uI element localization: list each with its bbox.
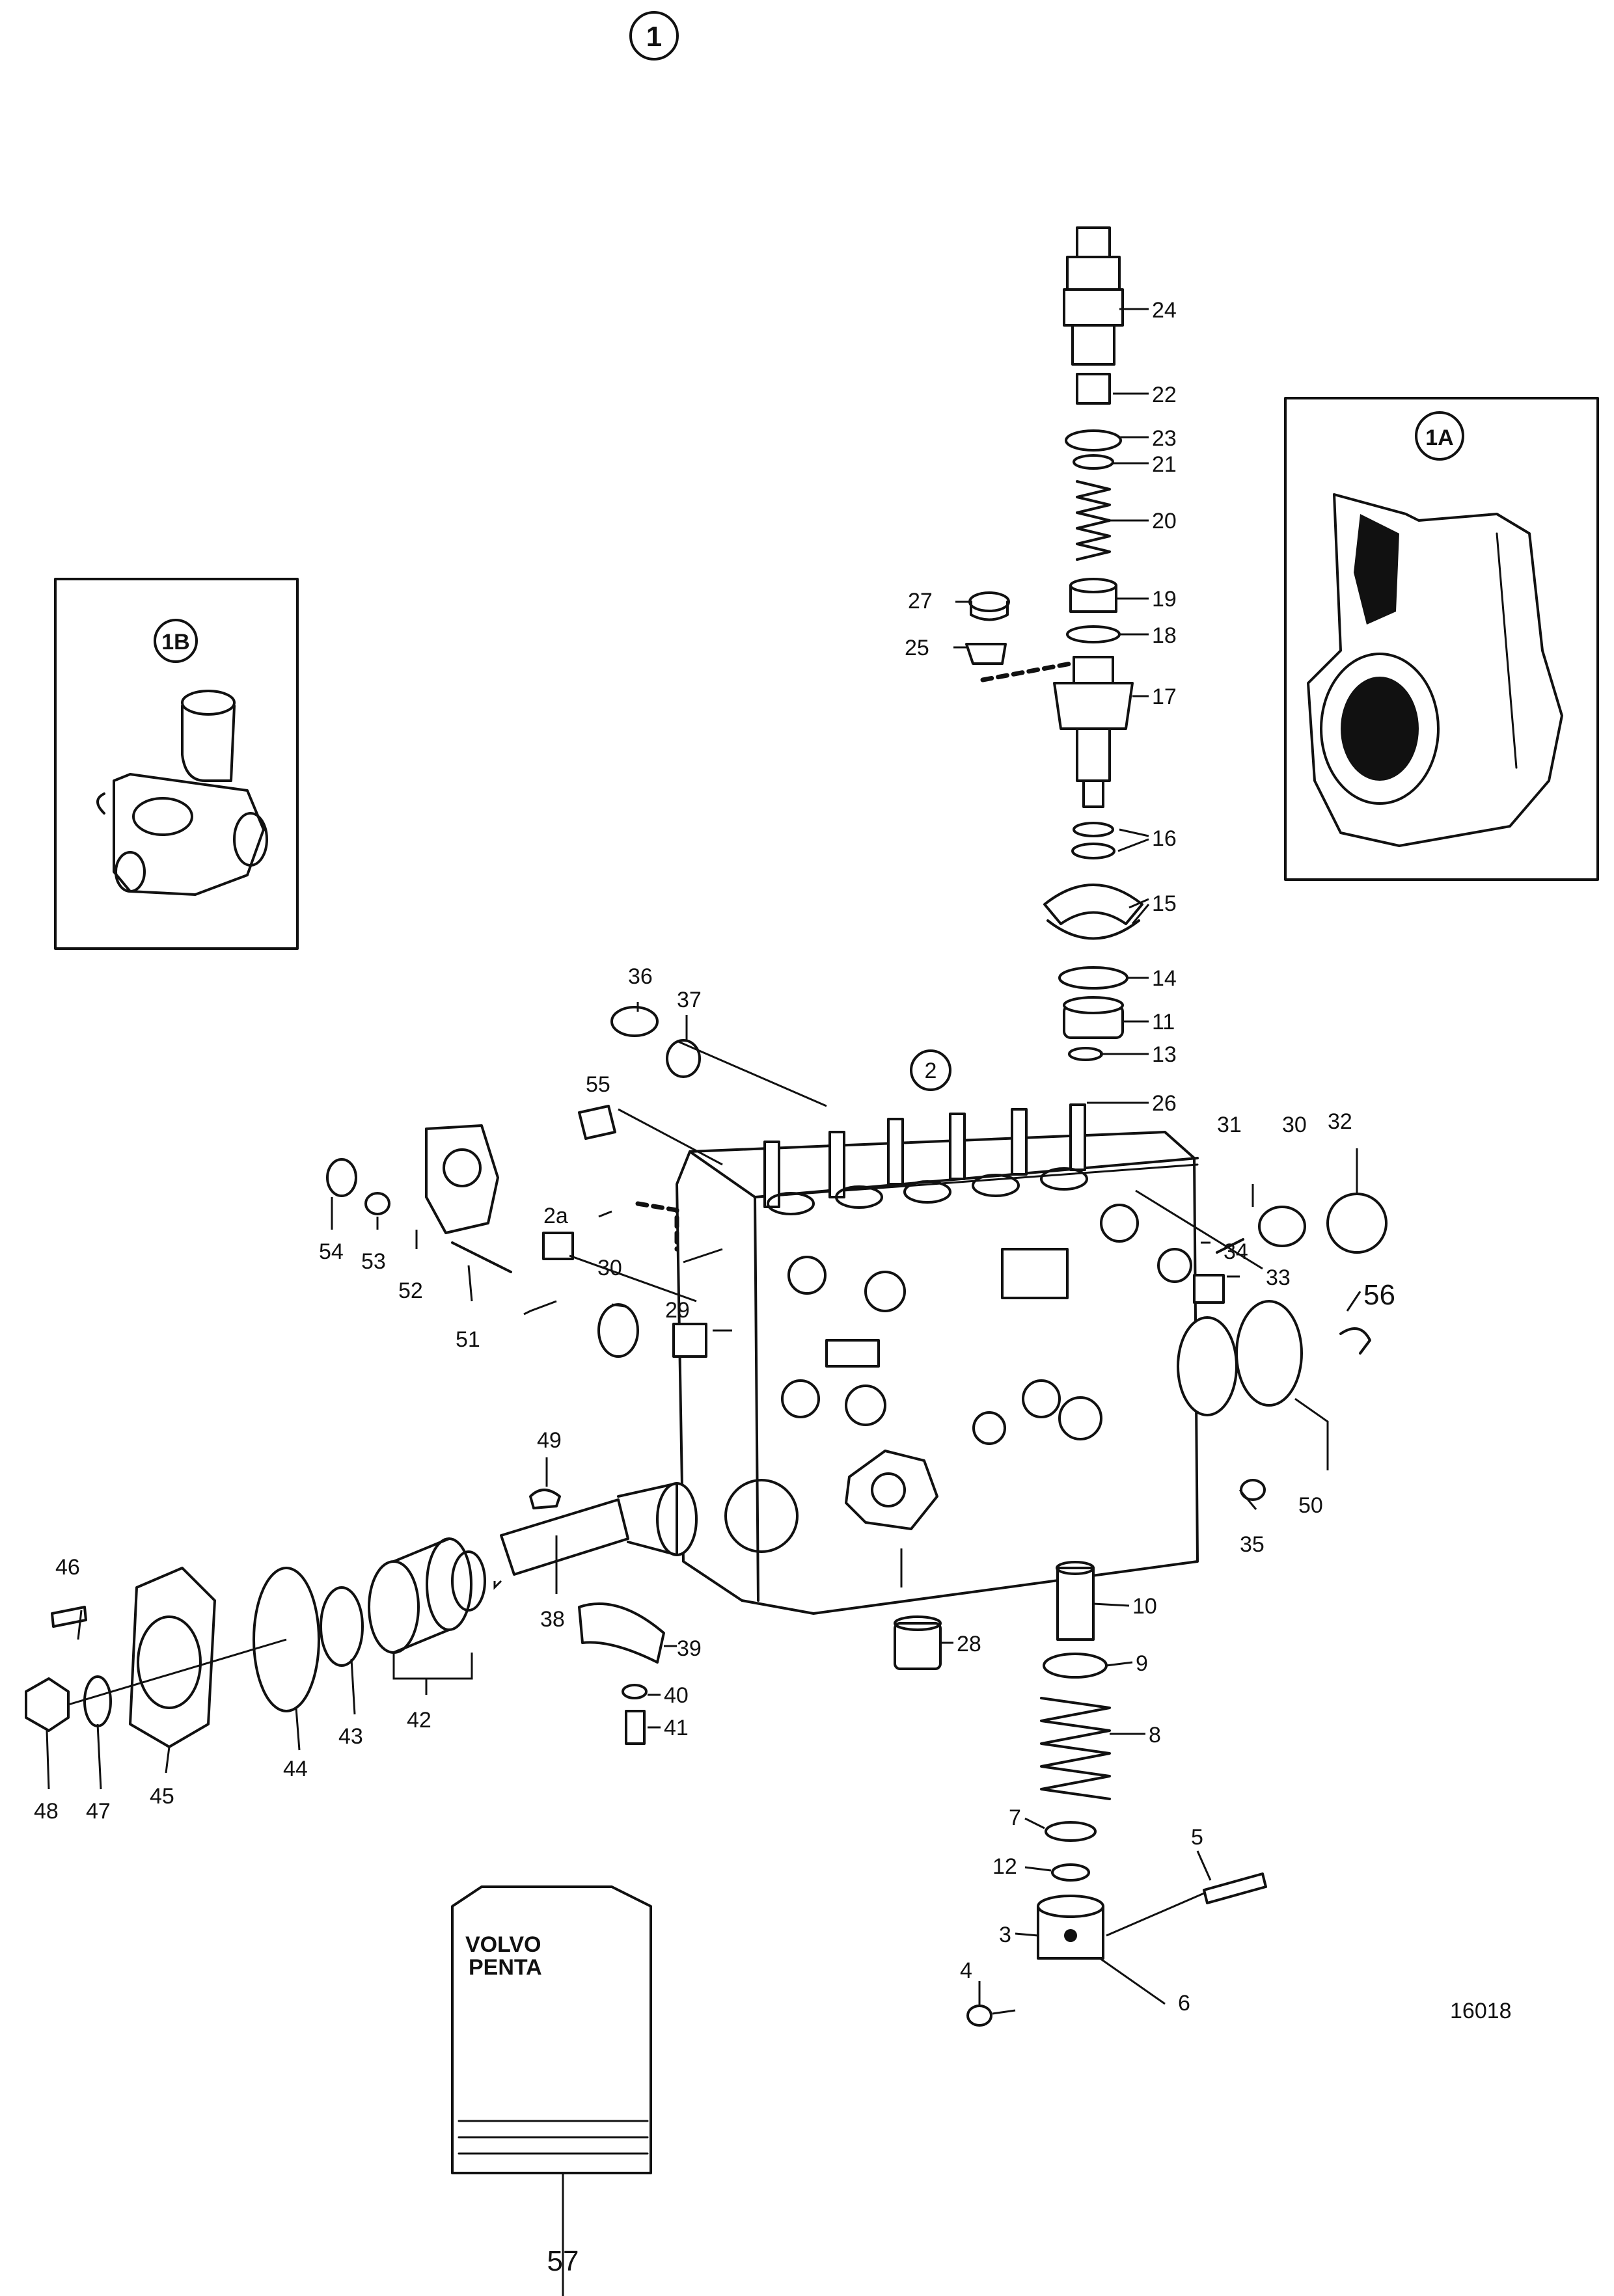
callout-23: 23 (1152, 426, 1177, 451)
callout-10: 10 (1132, 1594, 1157, 1619)
roller-tappet (894, 1615, 942, 1670)
callout-42: 42 (407, 1708, 431, 1733)
inset-1a-label: 1A (1425, 425, 1453, 450)
key-49 (529, 1489, 561, 1509)
callout-27: 27 (908, 589, 933, 614)
callout-52: 52 (398, 1278, 423, 1303)
callout-49: 49 (537, 1428, 562, 1453)
callout-51: 51 (456, 1327, 480, 1352)
callout-9: 9 (1136, 1651, 1148, 1676)
callout-6: 6 (1178, 1991, 1190, 2016)
manual-part-number: 57 (547, 2245, 579, 2277)
callout-2-badge: 2 (910, 1049, 951, 1091)
callout-38: 38 (540, 1607, 565, 1632)
callout-56: 56 (1363, 1279, 1395, 1311)
callout-54: 54 (319, 1239, 344, 1264)
inset-1b-feed-pump: 1B (54, 578, 299, 950)
callout-46: 46 (55, 1555, 80, 1580)
element-stack (1043, 226, 1143, 1061)
callout-28: 28 (957, 1632, 981, 1656)
callout-3: 3 (999, 1923, 1011, 1947)
bearing-42 (368, 1537, 486, 1654)
callout-2: 2 (925, 1059, 937, 1083)
callout-31: 31 (1217, 1113, 1242, 1137)
callout-30-left: 30 (597, 1256, 622, 1280)
callout-44: 44 (283, 1757, 308, 1781)
nut-48 (25, 1677, 70, 1732)
callout-33: 33 (1266, 1265, 1291, 1290)
diagram-number: 1 (646, 21, 662, 53)
callout-30-right: 30 (1282, 1113, 1307, 1137)
callout-14: 14 (1152, 966, 1177, 991)
o-ring-44 (253, 1567, 320, 1712)
left-side-parts (326, 1006, 707, 1358)
callout-29: 29 (665, 1298, 690, 1323)
inset-1a-housing: 1A (1284, 397, 1599, 881)
callout-labels: 24 22 23 21 20 19 18 17 16 15 14 11 13 2… (34, 298, 1395, 2016)
side-ports (724, 1204, 1139, 1553)
manual-brand-line-2: PENTA (469, 1955, 542, 1980)
studs (763, 1103, 1086, 1208)
callout-32: 32 (1328, 1109, 1352, 1134)
callout-19: 19 (1152, 587, 1177, 612)
leader-lines (46, 308, 1361, 2296)
barrel-bores (767, 1167, 1088, 1215)
drawing-number: 16018 (1450, 1999, 1512, 2023)
callout-12: 12 (992, 1854, 1017, 1879)
seal-43 (320, 1586, 364, 1667)
callout-39: 39 (677, 1636, 702, 1661)
camshaft-38 (500, 1482, 698, 1576)
callout-17: 17 (1152, 684, 1177, 709)
diagram-number-badge: 1 (629, 11, 679, 61)
callout-45: 45 (150, 1784, 174, 1809)
bolt-46 (51, 1606, 87, 1628)
callout-40: 40 (664, 1683, 689, 1708)
callout-8: 8 (1149, 1723, 1161, 1748)
plunger-parts (966, 1561, 1267, 2027)
callout-13: 13 (1152, 1042, 1177, 1067)
callout-21: 21 (1152, 452, 1177, 477)
inset-1b-label: 1B (161, 630, 189, 655)
callout-55: 55 (586, 1072, 610, 1097)
callout-7: 7 (1009, 1805, 1021, 1830)
callout-20: 20 (1152, 509, 1177, 533)
callout-53: 53 (361, 1249, 386, 1274)
callout-48: 48 (34, 1799, 59, 1824)
callout-15: 15 (1152, 891, 1177, 916)
callout-36: 36 (628, 964, 653, 989)
washer-47 (83, 1675, 112, 1727)
callout-34: 34 (1224, 1239, 1248, 1264)
callout-47: 47 (86, 1799, 111, 1824)
dashed-link-25-17 (980, 661, 1073, 682)
screw-41 (625, 1710, 646, 1745)
callout-26: 26 (1152, 1091, 1177, 1116)
callout-4: 4 (960, 1958, 972, 1983)
washer-40 (622, 1684, 648, 1699)
callout-25: 25 (905, 636, 929, 660)
callout-24: 24 (1152, 298, 1177, 323)
callout-2a: 2a (543, 1204, 568, 1228)
callout-43: 43 (338, 1724, 363, 1749)
manual-brand-line-1: VOLVO (465, 1932, 541, 1957)
callout-18: 18 (1152, 623, 1177, 648)
bearing-shell-39 (578, 1602, 665, 1664)
callout-37: 37 (677, 988, 702, 1012)
callout-16: 16 (1152, 826, 1177, 851)
callout-22: 22 (1152, 383, 1177, 407)
callout-41: 41 (664, 1716, 689, 1740)
callout-35: 35 (1240, 1532, 1265, 1557)
flange-45 (129, 1567, 216, 1748)
callout-11: 11 (1152, 1010, 1175, 1034)
callout-5: 5 (1191, 1825, 1203, 1850)
parts-25-27 (965, 591, 1010, 665)
callout-50: 50 (1298, 1493, 1323, 1518)
manual-booklet: VOLVO PENTA 57 (451, 1885, 652, 2277)
pump-housing (676, 1103, 1199, 1615)
